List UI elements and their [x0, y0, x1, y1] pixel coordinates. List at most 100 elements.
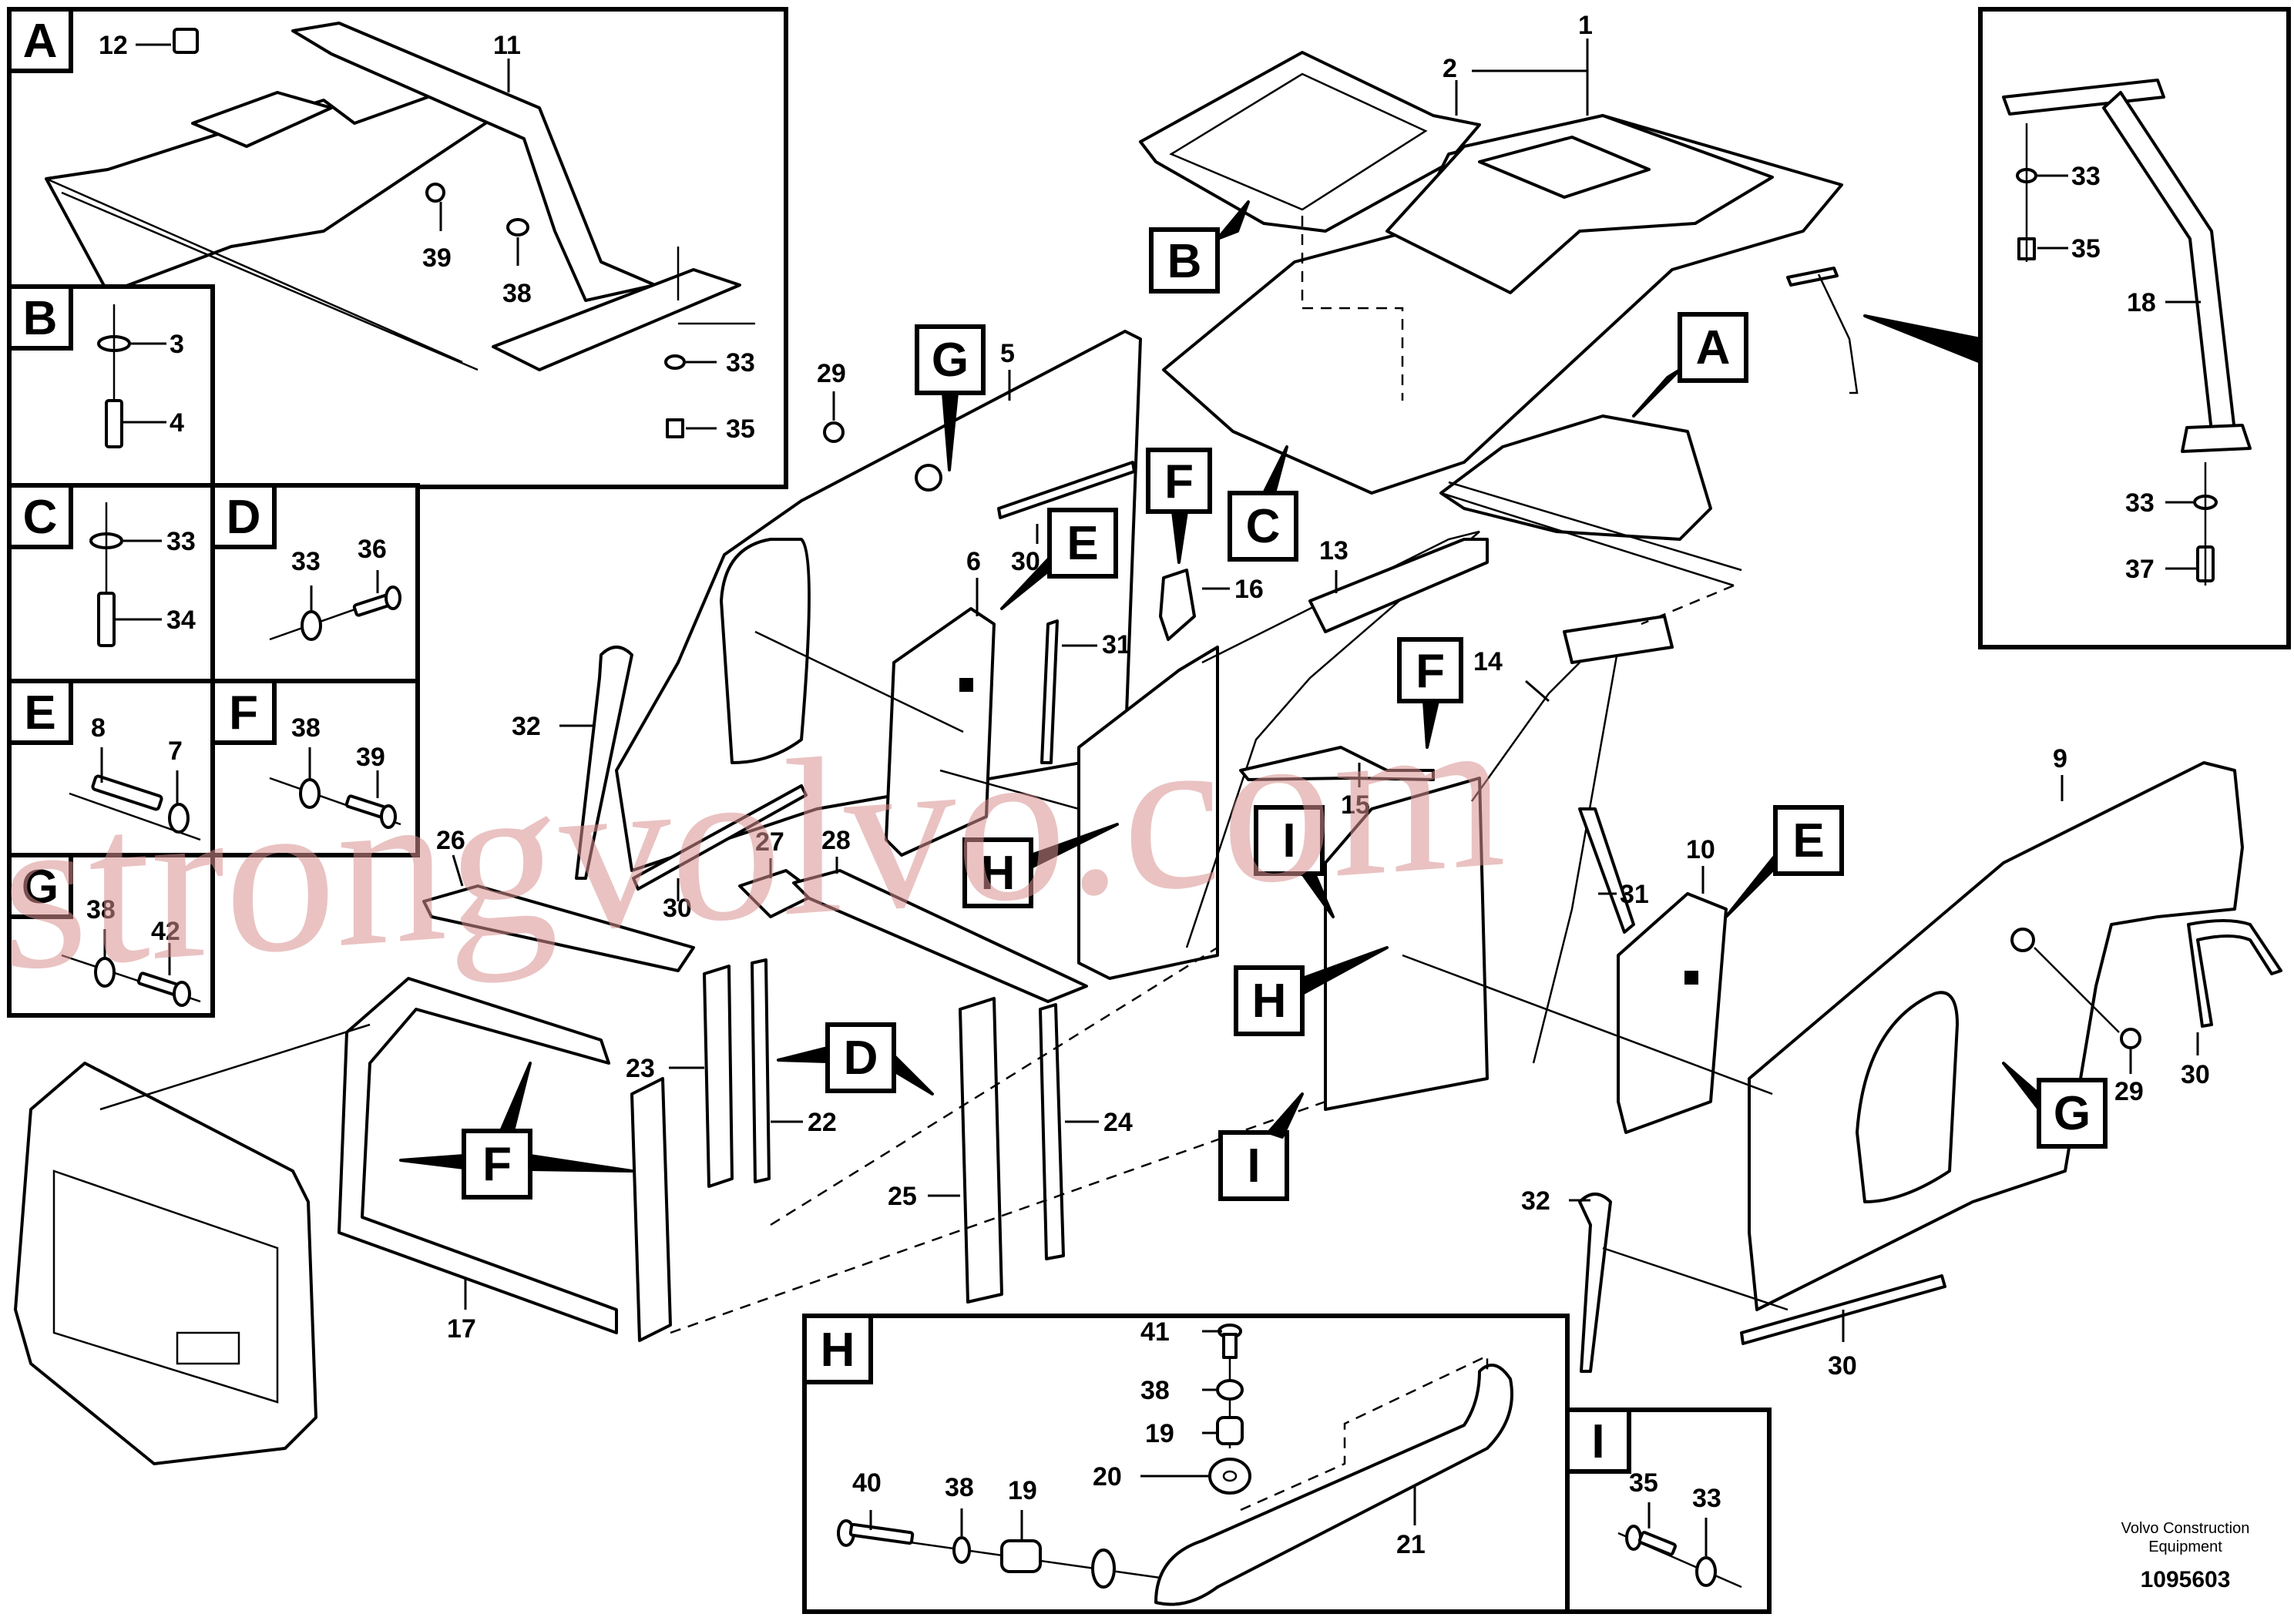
label-38-g: 38 — [86, 895, 116, 924]
label-29-left: 29 — [817, 359, 846, 388]
label-21: 21 — [1396, 1530, 1426, 1559]
label-19-h1: 19 — [1145, 1419, 1174, 1448]
bolt-39 — [425, 183, 445, 203]
callout-f-mid: F — [1397, 637, 1463, 749]
rear-wall-5 — [615, 330, 1142, 872]
detail-panel-d: D 33 36 — [210, 483, 420, 683]
seal-30-top — [997, 461, 1136, 519]
label-33-a: 33 — [726, 348, 755, 377]
detail-panel-c-label: C — [23, 491, 58, 544]
footer-drawing-number: 1095603 — [2141, 1567, 2231, 1592]
svg-text:F: F — [1164, 455, 1194, 508]
svg-text:G: G — [932, 334, 969, 387]
svg-text:H: H — [981, 847, 1016, 900]
label-39-f: 39 — [356, 743, 385, 772]
detail-panel-h-label: H — [821, 1324, 855, 1377]
label-27: 27 — [755, 827, 784, 857]
callout-g-left: G — [915, 324, 986, 471]
svg-text:E: E — [1066, 517, 1098, 570]
detail-panel-h: H — [802, 1314, 1570, 1614]
washer-38 — [506, 218, 529, 237]
svg-text:I: I — [1247, 1139, 1260, 1193]
label-19-h2: 19 — [1008, 1476, 1037, 1505]
washer-33-i — [1695, 1556, 1717, 1587]
svg-text:H: H — [1252, 975, 1287, 1028]
label-37: 37 — [2125, 555, 2155, 584]
label-30-mid: 30 — [663, 894, 692, 923]
detail-panel-d-label: D — [227, 491, 261, 544]
strip-31-left — [1040, 619, 1059, 764]
label-30-top: 30 — [1011, 547, 1040, 576]
pillar-23 — [703, 965, 734, 1188]
label-24: 24 — [1103, 1108, 1133, 1137]
roof-1 — [1162, 114, 1843, 495]
side-frame-14 — [1324, 615, 1674, 1111]
crossmember-26 — [422, 884, 695, 972]
pillar-25 — [959, 997, 1003, 1304]
svg-text:A: A — [1696, 321, 1731, 374]
front-panel-assembly — [14, 1062, 317, 1465]
label-7: 7 — [168, 737, 183, 766]
detail-panel-g-label: G — [22, 861, 59, 914]
label-40: 40 — [852, 1468, 882, 1498]
svg-text:D: D — [844, 1032, 878, 1085]
clip-7 — [168, 803, 190, 834]
pillar-24 — [1039, 1003, 1065, 1260]
label-31-left: 31 — [1102, 630, 1131, 659]
label-4: 4 — [170, 408, 184, 438]
detail-panel-e-label: E — [24, 686, 55, 740]
bushing-19-h2 — [1000, 1539, 1042, 1573]
footer-company-line1: Volvo Construction — [2121, 1520, 2250, 1537]
detail-panel-f-label: F — [229, 686, 258, 740]
rollbar-frame-11 — [45, 22, 755, 371]
label-9: 9 — [2053, 744, 2067, 773]
callout-b: B — [1149, 200, 1250, 294]
label-38: 38 — [502, 279, 532, 308]
label-12: 12 — [99, 31, 128, 60]
detail-panel-a-label: A — [23, 15, 58, 68]
relationship-lines — [99, 216, 2120, 1334]
washer-20 — [1208, 1458, 1251, 1495]
label-22: 22 — [808, 1108, 837, 1137]
seal-30-bottom — [632, 784, 808, 891]
svg-text:F: F — [482, 1138, 512, 1191]
label-33-t1: 33 — [2071, 162, 2101, 191]
bolt-36 — [352, 586, 401, 617]
callout-d: D — [777, 1022, 934, 1096]
svg-text:E: E — [1792, 814, 1824, 867]
label-30-right-curve: 30 — [2181, 1060, 2210, 1089]
side-panel-9 — [1748, 761, 2244, 1311]
bolt-41 — [1218, 1324, 1242, 1359]
bolt-42 — [136, 971, 191, 1007]
detail-panel-c: C 33 34 — [7, 483, 215, 683]
label-32-right: 32 — [1521, 1186, 1550, 1216]
grab-handle-18-main — [1786, 267, 1859, 394]
detail-panel-grab-handle: 33 35 18 33 37 — [1863, 7, 2291, 649]
washer-38-h2 — [952, 1536, 971, 1564]
footer-company-line2: Equipment — [2148, 1538, 2222, 1555]
label-14: 14 — [1473, 647, 1503, 676]
window-6-left — [885, 607, 996, 857]
callout-f-top: F — [1146, 448, 1212, 564]
label-41: 41 — [1140, 1317, 1170, 1347]
label-32-left: 32 — [512, 712, 541, 741]
svg-text:G: G — [2054, 1087, 2091, 1140]
cap-12 — [173, 28, 199, 54]
grab-handle-18 — [2002, 79, 2252, 453]
label-35-t: 35 — [2071, 234, 2101, 263]
svg-text:F: F — [1416, 645, 1445, 698]
grommet-29-right — [2120, 1028, 2141, 1049]
label-33-i: 33 — [1692, 1484, 1721, 1513]
detail-panel-b: B 3 4 — [7, 284, 215, 488]
crossmember-28 — [792, 869, 1088, 1003]
washer-33-d — [301, 610, 322, 641]
label-11: 11 — [493, 31, 521, 60]
strip-32-right — [1578, 1193, 1612, 1373]
label-38-h2: 38 — [945, 1473, 974, 1502]
handle-tube-21 — [1154, 1364, 1513, 1606]
grommet-29-left — [823, 421, 845, 443]
label-31-right: 31 — [1620, 880, 1649, 909]
strip-31-right — [1578, 807, 1635, 934]
detail-panel-b-label: B — [23, 292, 58, 345]
